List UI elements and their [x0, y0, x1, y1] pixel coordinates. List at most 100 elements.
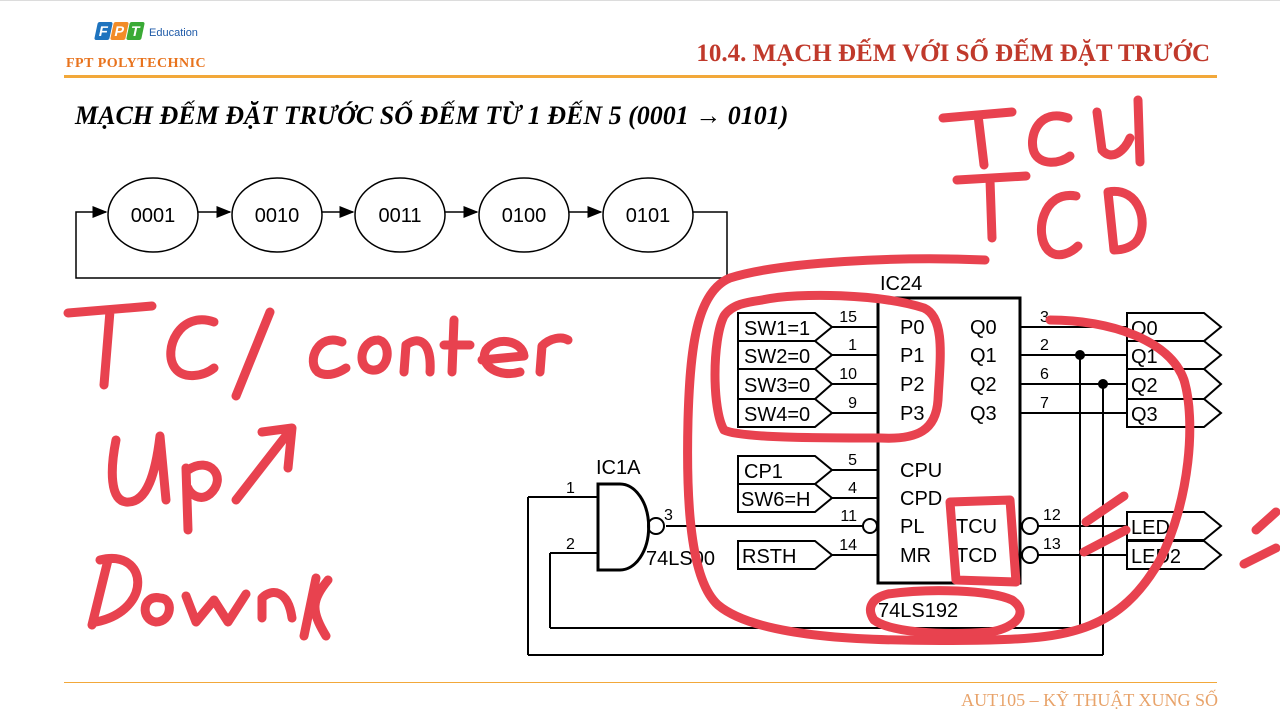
ink-tcd [952, 171, 1031, 243]
state-diagram [75, 177, 728, 279]
port-label: MR [900, 545, 931, 567]
ink-tc-counter [477, 333, 573, 378]
pin-number: 14 [839, 537, 857, 554]
pin-number: 10 [839, 366, 857, 383]
port-label: P2 [900, 374, 924, 396]
slide-heading: MẠCH ĐẾM ĐẶT TRƯỚC SỐ ĐẾM TỪ 1 ĐẾN 5 (00… [75, 101, 789, 130]
tcd-bubble [1021, 546, 1039, 564]
pin-number: 2 [1040, 337, 1049, 354]
ink-tc-counter [63, 301, 157, 390]
ink-down [140, 589, 251, 627]
state-node-5 [602, 177, 694, 253]
port-label: P3 [900, 403, 924, 425]
output-flag-led [1126, 511, 1223, 541]
gate-pin-out: 3 [664, 507, 673, 524]
pin-number: 3 [1040, 309, 1049, 326]
input-label: SW1=1 [744, 318, 810, 340]
ink-tc-counter [231, 307, 275, 401]
ink-tcu [1028, 111, 1075, 167]
port-label: CPU [900, 460, 942, 482]
output-label: Q1 [1131, 346, 1158, 368]
input-label: SW2=0 [744, 346, 810, 368]
output-label: Q3 [1131, 404, 1158, 426]
section-title: 10.4. MẠCH ĐẾM VỚI SỐ ĐẾM ĐẶT TRƯỚC [696, 40, 1210, 67]
ink-circle-inputs [710, 290, 945, 443]
input-flag-sw4 [737, 398, 834, 428]
ink-box-tcu-tcd [945, 495, 1021, 587]
junction-dot [1075, 350, 1085, 360]
nand-gate [596, 482, 651, 572]
ink-tc-counter [166, 315, 219, 380]
state-label: 0011 [378, 205, 421, 227]
input-label: SW3=0 [744, 375, 810, 397]
footer-course: AUT105 – KỸ THUẬT XUNG SỐ [961, 690, 1218, 710]
top-border [0, 0, 1280, 1]
state-node-4 [478, 177, 570, 253]
input-flag-sw6 [737, 483, 834, 513]
state-loop-arrow [75, 206, 728, 279]
input-label: CP1 [744, 461, 783, 483]
ink-up-arrow [231, 423, 297, 505]
ink-tick-marks [1079, 491, 1131, 557]
ink-tcd [1037, 191, 1083, 260]
pin-number: 7 [1040, 395, 1049, 412]
output-label: Q2 [1131, 375, 1158, 397]
ic-name: IC24 [880, 273, 922, 295]
input-flag-rsth [737, 540, 834, 570]
footer-divider [64, 682, 1217, 683]
state-node-2 [231, 177, 323, 253]
input-flag-sw3 [737, 368, 834, 400]
brand-name: FPT POLYTECHNIC [66, 56, 207, 71]
pl-bubble [862, 518, 878, 534]
state-node-1 [107, 177, 199, 253]
state-labels: 0001 0010 0011 0100 0101 [131, 205, 671, 227]
input-label: SW6=H [741, 489, 810, 511]
port-label: Q3 [970, 403, 997, 425]
gate-part: 74LS00 [646, 548, 715, 570]
ink-tcd [1103, 186, 1147, 255]
tcu-bubble [1021, 517, 1039, 535]
gate-name: IC1A [596, 457, 641, 479]
logo-education: Education [149, 27, 198, 39]
pin-number: 6 [1040, 366, 1049, 383]
port-label: Q1 [970, 345, 997, 367]
input-label: RSTH [742, 546, 796, 568]
ink-circle-ic-part [866, 586, 1025, 638]
state-node-3 [354, 177, 446, 253]
state-label: 0101 [626, 205, 671, 227]
pin-number: 1 [848, 337, 857, 354]
gate-pin-in1: 1 [566, 480, 575, 497]
port-label: TCU [956, 516, 997, 538]
input-flag-cp1 [737, 455, 834, 485]
pin-number: 15 [839, 309, 857, 326]
pin-number: 5 [848, 452, 857, 469]
ink-tcu [1092, 95, 1145, 167]
header-divider [64, 75, 1217, 78]
ink-up [107, 431, 171, 507]
port-label: TCD [956, 545, 997, 567]
state-label: 0001 [131, 205, 176, 227]
handwritten-annotations [63, 95, 1280, 646]
pin-number: 4 [848, 480, 857, 497]
port-label: P0 [900, 317, 924, 339]
ink-tc-counter [308, 335, 351, 379]
ink-tcu [938, 107, 1017, 170]
output-flag-led2 [1126, 540, 1223, 570]
nand-bubble [647, 517, 665, 535]
port-label: P1 [900, 345, 924, 367]
pin-number: 9 [848, 395, 857, 412]
pin-number: 13 [1043, 536, 1061, 553]
state-label: 0100 [502, 205, 547, 227]
input-flag-sw1 [737, 312, 834, 342]
port-label: Q0 [970, 317, 997, 339]
ink-tick-marks [1239, 507, 1280, 569]
ic-part: 74LS192 [878, 600, 958, 622]
port-label: CPD [900, 488, 942, 510]
circuit-labels: IC24 74LS192 IC1A 74LS00 1 2 3 SW1=1 SW2… [566, 273, 1181, 622]
gate-pin-in2: 2 [566, 536, 575, 553]
ink-down [257, 573, 333, 641]
ink-tc-counter [357, 315, 475, 377]
state-label: 0010 [255, 205, 300, 227]
